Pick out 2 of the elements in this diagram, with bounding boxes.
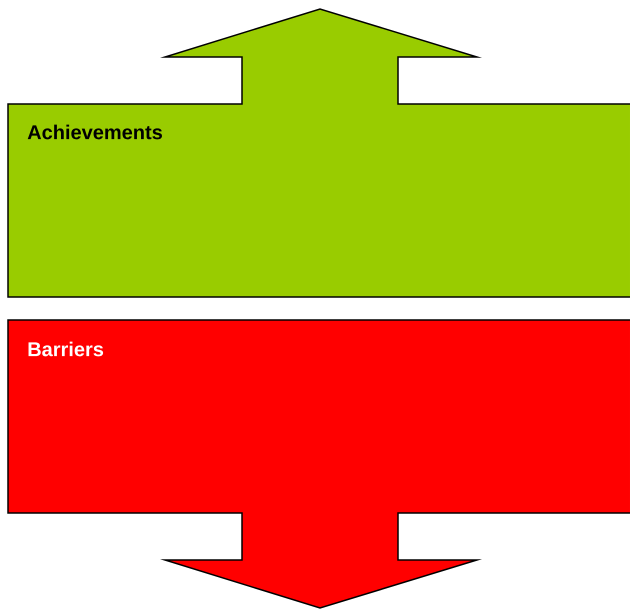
- arrow-box: Barriers: [7, 319, 630, 609]
- arrow-box: Achievements: [7, 8, 630, 298]
